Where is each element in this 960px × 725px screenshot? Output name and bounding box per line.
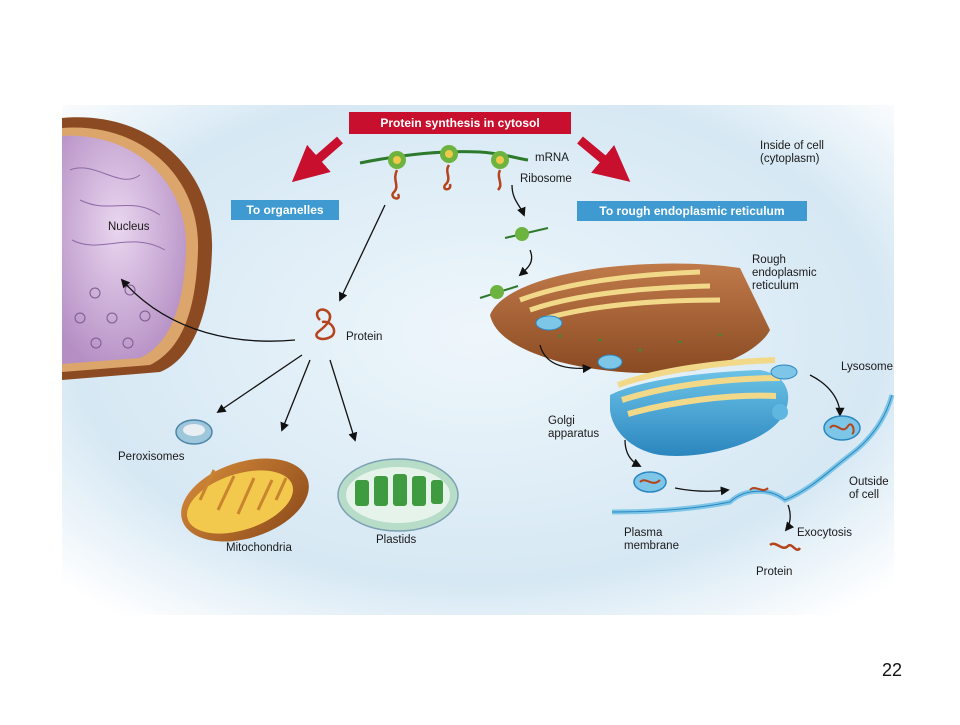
mrna-label: mRNA (535, 152, 569, 164)
protein-to-mitochondria-arrow (280, 359, 311, 432)
red-arrows (291, 136, 631, 183)
ribosome-label: Ribosome (520, 173, 572, 185)
outside-line-1: Outside (849, 476, 889, 488)
secretory-vesicle (633, 471, 667, 493)
protein-to-nucleus-arrow (120, 278, 296, 342)
secreted-protein (769, 542, 802, 551)
rough-er (490, 263, 770, 374)
lysosome-label: Lysosome (841, 361, 893, 373)
golgi-line-2: apparatus (548, 428, 600, 440)
protein-label: Protein (346, 331, 383, 343)
outside-cell-label: Outside of cell (849, 476, 889, 502)
ribosomes (388, 145, 509, 169)
inside-cell-label: Inside of cell (cytoplasm) (760, 140, 824, 166)
rough-er-line-2: endoplasmic (752, 267, 817, 279)
protein-to-plastid-arrow (329, 359, 358, 442)
protein-to-peroxisome-arrow (216, 354, 303, 414)
nascent-proteins (391, 164, 502, 200)
ribosome-to-protein-arrow (339, 204, 386, 302)
rough-er-line-1: Rough (752, 254, 786, 266)
lysosome (809, 374, 861, 441)
protein-synthesis-banner: Protein synthesis in cytosol (349, 112, 571, 134)
golgi-label: Golgi apparatus (548, 415, 599, 441)
plasma-membrane-label: Plasma membrane (624, 527, 679, 553)
er-to-golgi-arrow (539, 344, 592, 374)
exocytosis-label: Exocytosis (797, 527, 852, 539)
to-organelles-banner: To organelles (231, 200, 339, 220)
mitochondria-label: Mitochondria (226, 542, 292, 554)
exocytosis-arrow (784, 504, 795, 532)
to-rough-er-banner: To rough endoplasmic reticulum (577, 201, 807, 221)
plasma-line-2: membrane (624, 540, 679, 552)
plasma-membrane (611, 394, 895, 515)
secreted-protein-label: Protein (756, 566, 793, 578)
mitochondrion (181, 458, 309, 542)
page-number: 22 (881, 660, 902, 680)
ribosome-on-mrna-1 (504, 227, 549, 241)
inside-cell-line-1: Inside of cell (760, 140, 824, 152)
ribosome-to-er-arrow (511, 184, 526, 217)
golgi-to-vesicle-arrow (624, 439, 642, 467)
peroxisome (175, 419, 213, 445)
free-protein (315, 308, 336, 341)
peroxisomes-label: Peroxisomes (118, 451, 185, 463)
vesicle-to-membrane-arrow (674, 486, 730, 496)
nucleus-label: Nucleus (108, 221, 150, 233)
inside-cell-line-2: (cytoplasm) (760, 153, 820, 165)
nucleus (62, 117, 213, 380)
outside-line-2: of cell (849, 489, 880, 501)
plastids-label: Plastids (376, 534, 417, 546)
ribosome-on-mrna-2 (479, 285, 519, 299)
plastid (337, 458, 459, 532)
golgi-apparatus (597, 354, 798, 456)
ribosome-to-er-arrow-2 (518, 249, 533, 277)
plasma-line-1: Plasma (624, 527, 663, 539)
rough-er-label: Rough endoplasmic reticulum (752, 254, 817, 293)
rough-er-line-3: reticulum (752, 280, 799, 292)
golgi-line-1: Golgi (548, 415, 575, 427)
